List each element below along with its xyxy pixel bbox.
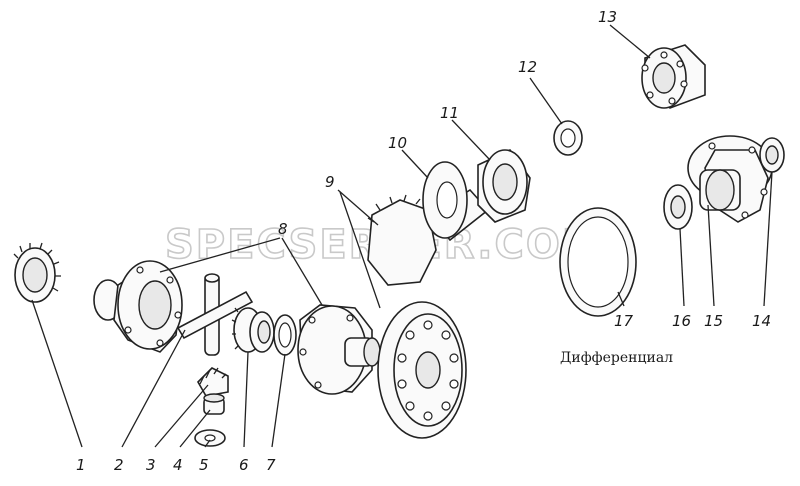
callout-1: 1 (76, 456, 86, 474)
part-1-spline-nut (13, 242, 61, 303)
callout-3: 3 (146, 456, 156, 474)
callout-8: 8 (278, 220, 288, 238)
part-17-gasket (559, 207, 637, 317)
part-9-ring-gear (377, 301, 467, 439)
part-14-nut (759, 137, 785, 173)
callout-15: 15 (704, 312, 723, 330)
part-10-flange (422, 161, 468, 239)
callout-9: 9 (325, 173, 335, 191)
spider-cross (176, 273, 254, 356)
part-16-seal-ring (663, 184, 693, 230)
part-7-thrust-washer (273, 314, 297, 356)
diagram-caption: Дифференциал (560, 350, 673, 366)
callout-14: 14 (752, 312, 771, 330)
part-11-bearing (477, 148, 531, 223)
part-8-case-half-right (297, 304, 381, 395)
callout-5: 5 (199, 456, 209, 474)
part-3-pinion-gear (197, 367, 229, 397)
part-12-spacer-ring (553, 120, 583, 156)
callout-6: 6 (239, 456, 249, 474)
callout-7: 7 (266, 456, 276, 474)
callout-16: 16 (672, 312, 691, 330)
part-2-case-half-left (93, 260, 183, 353)
callout-4: 4 (173, 456, 183, 474)
part-5-washer (194, 429, 226, 447)
part-6-side-gear (231, 307, 275, 353)
callout-12: 12 (518, 58, 537, 76)
callout-10: 10 (388, 134, 407, 152)
callout-labels: 1 2 3 4 5 6 7 8 9 10 11 12 13 14 15 16 1… (76, 8, 771, 474)
part-13-ball-bearing (641, 44, 706, 109)
callout-13: 13 (598, 8, 617, 26)
callout-2: 2 (114, 456, 124, 474)
callout-17: 17 (614, 312, 634, 330)
part-4-bushing (203, 393, 225, 415)
leader-lines (31, 24, 773, 448)
part-15-bearing-housing (687, 135, 773, 223)
callout-11: 11 (440, 104, 459, 122)
